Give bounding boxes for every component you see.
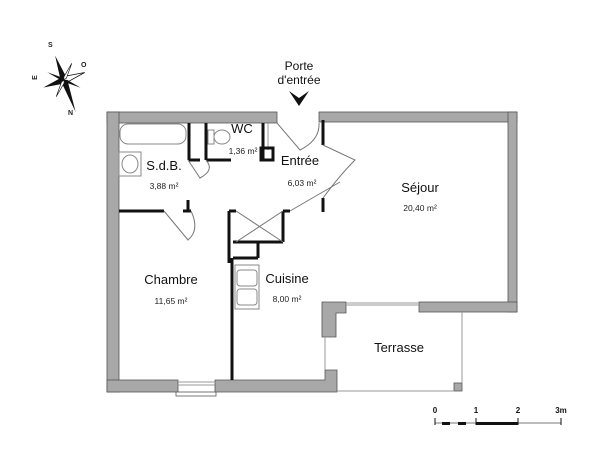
entry-label-line2: d'entrée [277,73,321,87]
room-sdb-name: S.d.B. [146,158,182,173]
entry-label-line1: Porte [284,59,314,73]
compass-north-label: N [68,110,74,117]
entry-arrow-icon [289,91,309,106]
toilet-icon [213,129,231,145]
room-chambre-area: 11,65 m² [154,296,188,306]
compass-south-label: S [48,42,53,49]
compass-rose-icon [43,55,85,112]
door-swings [163,122,356,243]
room-entree-area: 6,03 m² [287,178,317,188]
room-cuisine-area: 8,00 m² [272,294,302,304]
scale-bar [434,418,562,425]
compass-west-label: O [81,62,87,69]
outer-walls [106,111,518,397]
room-cuisine-name: Cuisine [265,271,309,286]
room-wc-name: WC [231,121,253,136]
compass-east-label: E [31,75,39,80]
scale-tick-0: 0 [432,406,438,415]
room-sejour-area: 20,40 m² [403,203,437,213]
entry-door-label: Porte d'entrée [278,59,321,87]
fixtures [118,123,260,310]
bathtub-icon [119,123,187,145]
room-chambre-name: Chambre [144,272,198,287]
room-entree-name: Entrée [280,153,320,168]
windows [178,123,463,392]
room-sejour-name: Séjour [401,180,439,195]
scale-tick-3: 3m [555,406,567,415]
room-sdb-area: 3,88 m² [149,181,179,191]
partitions [119,120,325,380]
room-wc-area: 1,36 m² [228,146,258,156]
scale-tick-2: 2 [515,406,521,415]
room-terrasse-name: Terrasse [374,340,424,355]
scale-tick-1: 1 [473,406,479,415]
